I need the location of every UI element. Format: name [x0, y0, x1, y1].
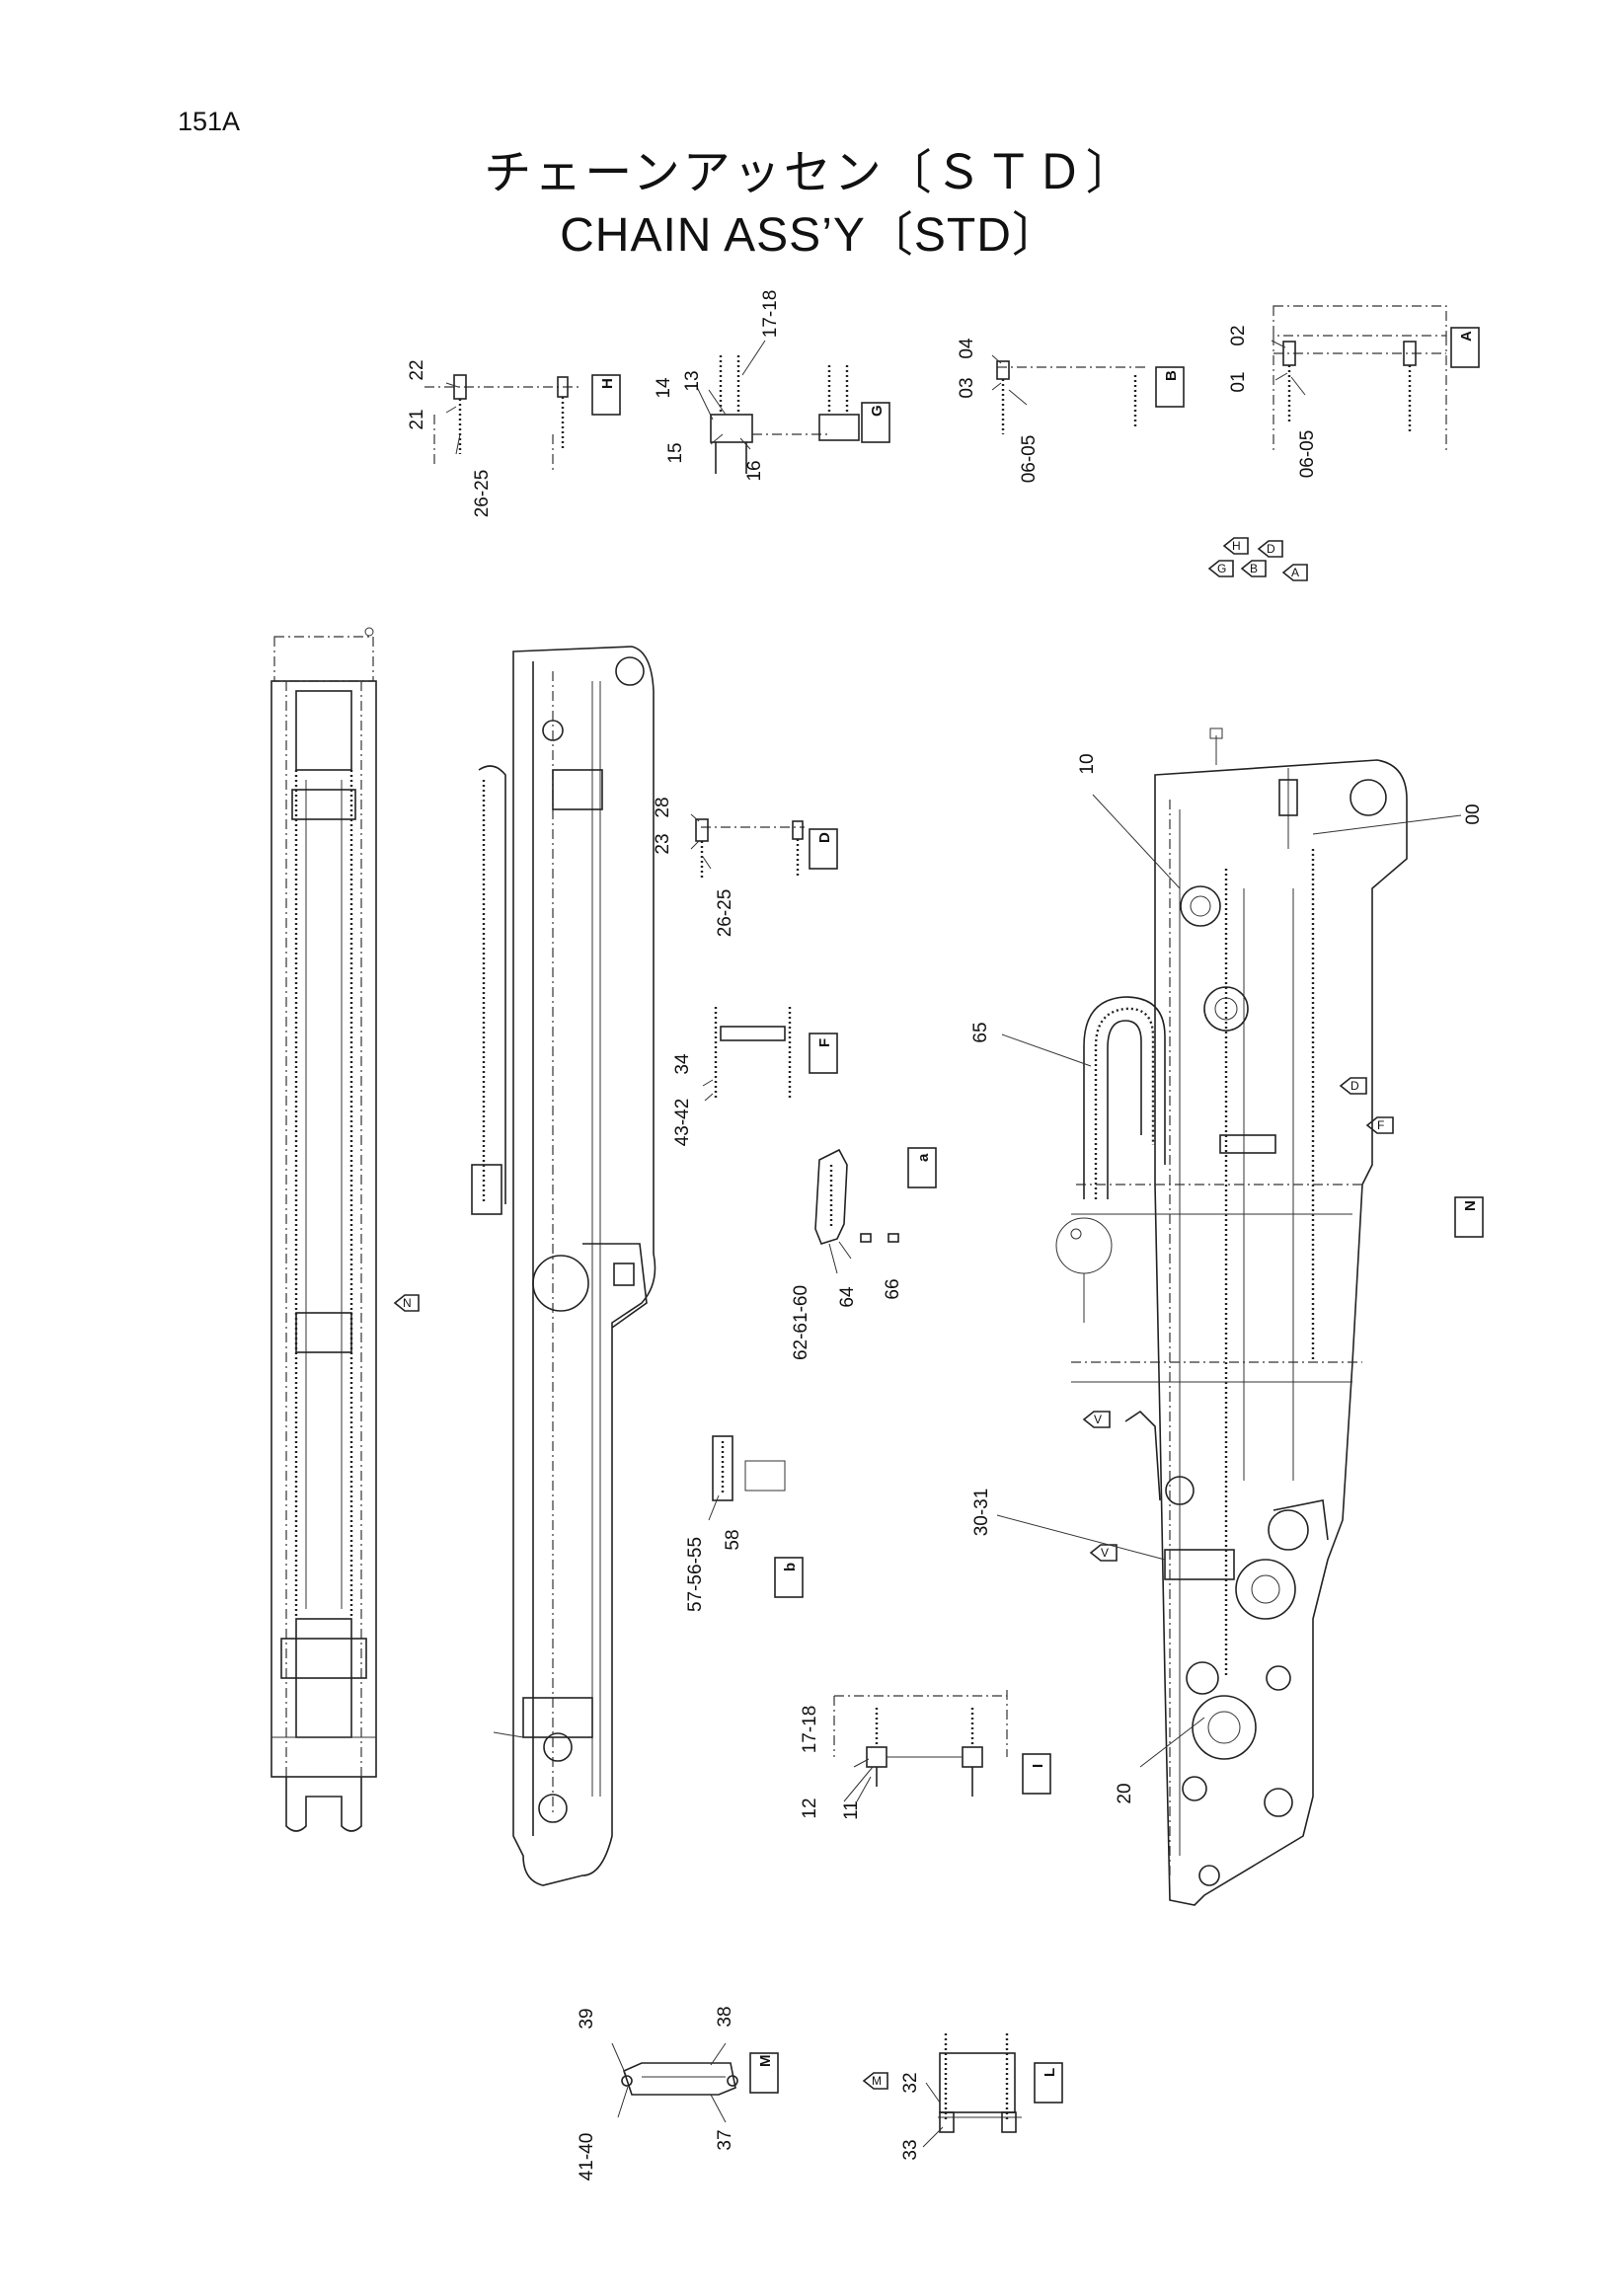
view-tag-b-detail: b: [782, 1563, 799, 1571]
callout-64: 64: [837, 1286, 858, 1308]
detail-section-b: [991, 354, 1145, 434]
callout-58: 58: [723, 1529, 743, 1550]
callout-39: 39: [577, 2008, 597, 2028]
callout-01: 01: [1228, 371, 1249, 392]
callout-26-25-d: 26-25: [715, 889, 735, 938]
svg-text:M: M: [872, 2074, 882, 2088]
callout-66: 66: [883, 1278, 903, 1299]
leader-lines: [996, 794, 1462, 1768]
view-tag-d: D: [816, 832, 833, 843]
callout-34: 34: [672, 1053, 693, 1075]
callout-03: 03: [957, 377, 977, 398]
view-tag-f: F: [816, 1038, 833, 1047]
svg-text:V: V: [1094, 1413, 1102, 1426]
svg-text:V: V: [1101, 1546, 1109, 1560]
callout-06-05-a: 06-05: [1297, 430, 1318, 479]
view-tag-n: N: [1462, 1200, 1479, 1211]
callout-37: 37: [715, 2129, 735, 2150]
callout-02: 02: [1228, 325, 1249, 345]
callout-00: 00: [1463, 804, 1484, 824]
detail-a: [814, 1148, 899, 1274]
section-marker-l: M: [862, 2072, 888, 2090]
detail-b: [708, 1435, 786, 1521]
callout-20: 20: [1115, 1783, 1135, 1803]
callout-41-40: 41-40: [577, 2133, 597, 2181]
marker-b: B: [1250, 562, 1258, 575]
callout-17-18-i: 17-18: [800, 1706, 820, 1754]
detail-section-m: [611, 2042, 738, 2123]
callout-14: 14: [654, 377, 674, 399]
view-tag-a: A: [1458, 331, 1475, 342]
callout-65: 65: [970, 1022, 991, 1042]
view-tag-l: L: [1041, 2068, 1058, 2077]
callout-33: 33: [900, 2139, 921, 2160]
part-callouts: 22 21 26-25 14 13 17-18 15 16 04 03 06-0…: [407, 290, 1484, 2181]
svg-text:N: N: [403, 1296, 412, 1310]
callout-30-31: 30-31: [971, 1489, 992, 1537]
boom-side-view: [471, 646, 656, 1886]
page-number: 151A: [178, 107, 241, 136]
callout-38: 38: [715, 2006, 735, 2027]
callout-13: 13: [682, 370, 703, 391]
marker-h: H: [1232, 539, 1241, 553]
callout-22: 22: [407, 359, 427, 380]
view-tag-b: B: [1163, 370, 1180, 381]
callout-26-25: 26-25: [472, 470, 493, 518]
callout-16: 16: [744, 460, 765, 481]
svg-text:F: F: [1377, 1118, 1384, 1132]
callout-23: 23: [653, 833, 673, 854]
view-tag-h: H: [599, 378, 616, 389]
detail-section-d: [690, 813, 805, 879]
callout-10: 10: [1077, 753, 1098, 774]
view-tag-m: M: [757, 2055, 774, 2068]
callout-12: 12: [800, 1798, 820, 1818]
detail-section-f: [702, 1007, 792, 1102]
callout-32: 32: [900, 2072, 921, 2093]
callout-11: 11: [841, 1800, 862, 1820]
marker-d: D: [1267, 542, 1275, 556]
marker-g: G: [1217, 562, 1226, 575]
callout-62-61-60: 62-61-60: [791, 1285, 811, 1360]
boom-plan-view: [270, 627, 377, 1832]
detail-section-a: [1271, 305, 1447, 454]
view-tag-g: G: [869, 405, 886, 417]
section-markers-top: G H B D A: [1207, 537, 1308, 581]
chain-arrow-markers: D F V V: [1082, 1077, 1394, 1562]
title-english: CHAIN ASS’Y〔STD〕: [560, 209, 1060, 262]
view-tag-a-detail: a: [915, 1153, 932, 1162]
section-marker-n: N: [393, 1294, 420, 1312]
callout-04: 04: [957, 338, 977, 359]
detail-section-g: [695, 340, 860, 474]
callout-21: 21: [407, 409, 427, 429]
detail-section-l: [922, 2033, 1022, 2148]
marker-a: A: [1291, 566, 1299, 579]
view-tag-i: I: [1030, 1764, 1046, 1768]
detail-section-h: [424, 374, 582, 474]
callout-57-56-55: 57-56-55: [685, 1537, 706, 1612]
view-tags: H G B A D F a b: [591, 327, 1484, 2104]
title-japanese: チェーンアッセン〔ＳＴＤ〕: [484, 145, 1136, 200]
callout-28: 28: [653, 797, 673, 817]
callout-15: 15: [665, 442, 686, 463]
svg-text:D: D: [1350, 1079, 1359, 1093]
callout-17-18: 17-18: [760, 290, 781, 339]
main-chain-assembly: [1055, 727, 1408, 1906]
detail-section-i: [833, 1690, 1008, 1802]
callout-43-42: 43-42: [672, 1099, 693, 1147]
callout-06-05-b: 06-05: [1019, 435, 1040, 484]
